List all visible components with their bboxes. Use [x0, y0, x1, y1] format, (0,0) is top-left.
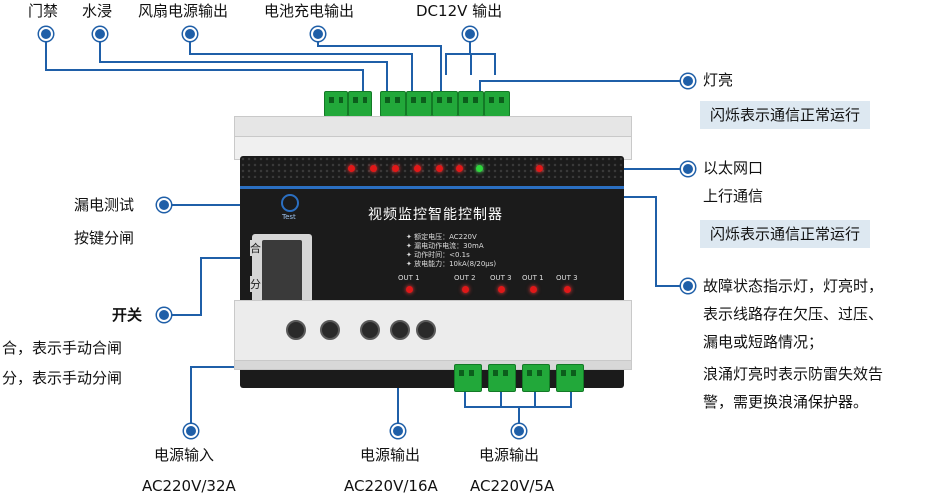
terminal-out-5a-2: [488, 364, 516, 392]
label-open-desc: 分，表示手动分闸: [2, 369, 123, 387]
input-knob-1: [286, 320, 306, 340]
callout-dot-door: [39, 27, 53, 41]
indicator-led-5: [436, 165, 443, 172]
label-ethernet: 以太网口: [703, 159, 764, 177]
out-led-5: [564, 286, 571, 293]
label-output-5a-spec: AC220V/5A: [470, 477, 555, 495]
callout-dot-leak-test: [157, 198, 171, 212]
callout-dot-fault: [681, 279, 695, 293]
label-light: 灯亮: [703, 71, 734, 89]
spec-line-3: ✦ 动作时间：<0.1s: [406, 251, 470, 259]
terminal-battery: [406, 91, 432, 117]
note-ethernet-blink: 闪烁表示通信正常运行: [700, 220, 871, 248]
output-knob-3: [416, 320, 436, 340]
callout-dot-light: [681, 74, 695, 88]
terminal-out-5a-3: [522, 364, 550, 392]
controller-device: Test 视频监控智能控制器 ✦ 额定电压：AC220V ✦ 漏电动作电流：30…: [234, 88, 632, 450]
fault-line-3: 漏电或短路情况；: [703, 333, 824, 351]
label-switch: 开关: [112, 306, 143, 324]
terminal-dc12v-2: [458, 91, 484, 117]
callout-dot-switch: [157, 308, 171, 322]
terminal-out-5a-4: [556, 364, 584, 392]
spec-line-1: ✦ 额定电压：AC220V: [406, 233, 477, 241]
terminal-fan: [380, 91, 406, 117]
terminal-dc12v-1: [432, 91, 458, 117]
test-button[interactable]: [281, 194, 299, 212]
terminal-water: [348, 91, 372, 117]
spec-line-2: ✦ 漏电动作电流：30mA: [406, 242, 484, 250]
switch-off-label: 分: [250, 276, 261, 292]
indicator-led-2: [370, 165, 377, 172]
breaker-switch[interactable]: 合 分: [250, 234, 312, 308]
label-power-input: 电源输入: [154, 446, 215, 464]
terminal-dc12v-3: [484, 91, 510, 117]
note-light-blink: 闪烁表示通信正常运行: [700, 101, 871, 129]
callout-dot-fan: [183, 27, 197, 41]
label-water: 水浸: [82, 2, 113, 20]
label-output-16a-spec: AC220V/16A: [344, 477, 438, 495]
top-rail: [234, 116, 632, 138]
output-knob-2: [390, 320, 410, 340]
callout-dot-ethernet: [681, 162, 695, 176]
breaker-lever[interactable]: [262, 240, 302, 302]
label-leak-test: 漏电测试: [74, 196, 135, 214]
label-dc12v-output: DC12V 输出: [416, 2, 503, 20]
vent-grille: [240, 156, 624, 178]
output-knob-1: [360, 320, 380, 340]
callout-dot-battery: [311, 27, 325, 41]
out-led-1: [406, 286, 413, 293]
ethernet-led: [536, 165, 543, 172]
out-label-4: OUT 1: [522, 274, 544, 282]
switch-on-label: 合: [250, 240, 261, 256]
label-output-16a: 电源输出: [360, 446, 421, 464]
callout-dot-out-5a: [512, 424, 526, 438]
indicator-led-6: [456, 165, 463, 172]
panel-stripe: [240, 186, 624, 189]
callout-dot-power-in: [184, 424, 198, 438]
callout-dot-water: [93, 27, 107, 41]
out-led-4: [530, 286, 537, 293]
out-label-5: OUT 3: [556, 274, 578, 282]
indicator-led-1: [348, 165, 355, 172]
label-battery-output: 电池充电输出: [264, 2, 355, 20]
out-led-3: [498, 286, 505, 293]
out-label-2: OUT 2: [454, 274, 476, 282]
label-fan-output: 风扇电源输出: [138, 2, 229, 20]
callout-dot-out-16a: [391, 424, 405, 438]
label-output-5a: 电源输出: [479, 446, 540, 464]
device-title: 视频监控智能控制器: [368, 207, 503, 223]
terminal-door: [324, 91, 348, 117]
label-uplink: 上行通信: [703, 187, 764, 205]
indicator-led-3: [392, 165, 399, 172]
callout-dot-dc12v: [463, 27, 477, 41]
out-label-1: OUT 1: [398, 274, 420, 282]
run-led: [476, 165, 483, 172]
fault-line-1: 故障状态指示灯，灯亮时，: [703, 277, 884, 295]
out-led-2: [462, 286, 469, 293]
input-knob-2: [320, 320, 340, 340]
label-door: 门禁: [28, 2, 59, 20]
fault-line-2: 表示线路存在欠压、过压、: [703, 305, 884, 323]
fault-line-4: 浪涌灯亮时表示防雷失效告: [703, 365, 884, 383]
label-close-desc: 合，表示手动合闸: [2, 339, 123, 357]
label-key-trip: 按键分闸: [74, 229, 135, 247]
indicator-led-4: [414, 165, 421, 172]
terminal-out-5a-1: [454, 364, 482, 392]
label-power-input-spec: AC220V/32A: [142, 477, 236, 495]
test-label: Test: [282, 213, 296, 221]
out-label-3: OUT 3: [490, 274, 512, 282]
bottom-rail: [234, 360, 632, 370]
fault-line-5: 警，需更换浪涌保护器。: [703, 393, 869, 411]
spec-line-4: ✦ 放电能力：10kA(8/20μs): [406, 260, 497, 268]
